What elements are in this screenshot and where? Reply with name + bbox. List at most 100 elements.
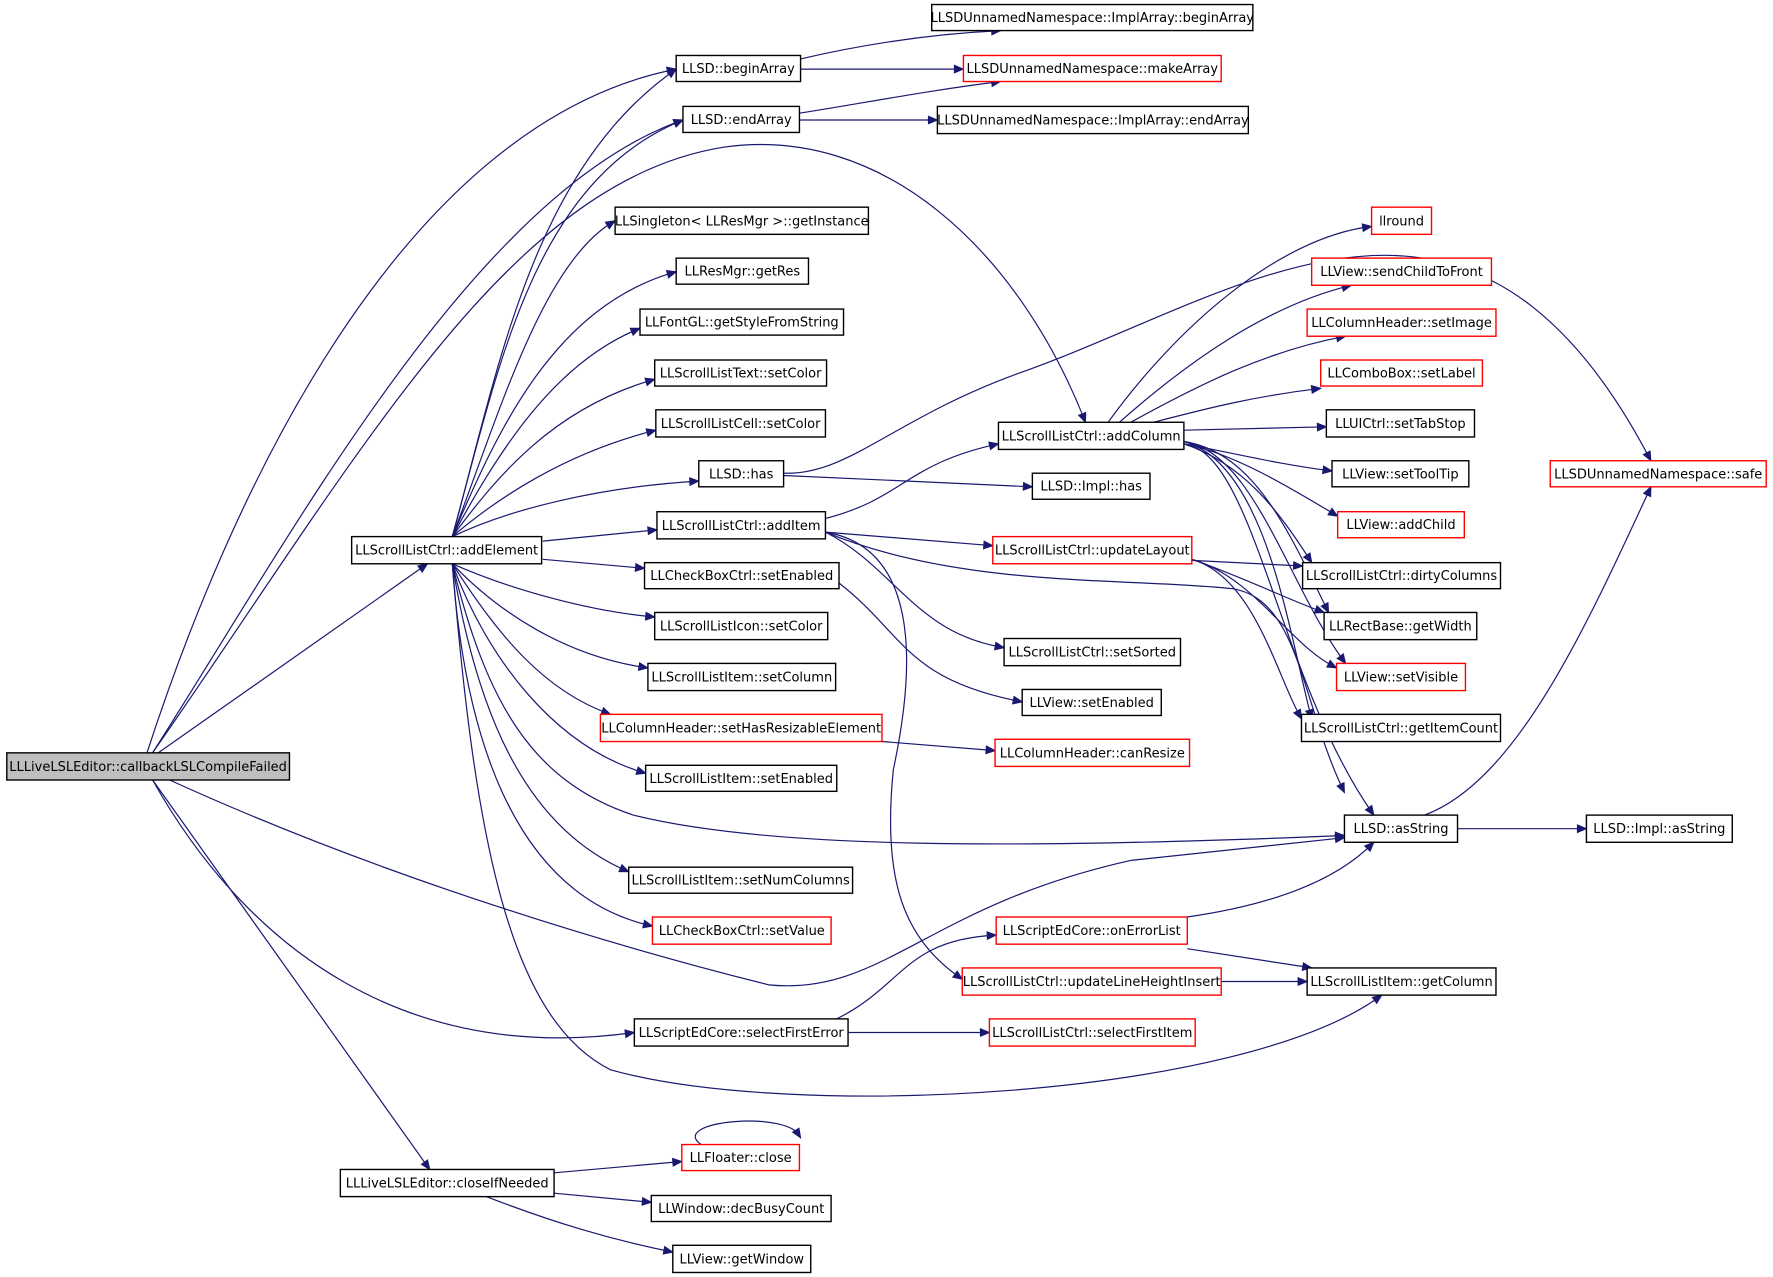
node-comboSetLabel[interactable]: LLComboBox::setLabel [1320, 359, 1484, 387]
node-getColumn[interactable]: LLScrollListItem::getColumn [1306, 967, 1497, 996]
node-updateLayout[interactable]: LLScrollListCtrl::updateLayout [992, 535, 1193, 565]
edge-arrowhead [662, 1245, 675, 1255]
edge-addElement-textSetColor [451, 378, 655, 537]
node-getItemCount[interactable]: LLScrollListCtrl::getItemCount [1300, 713, 1502, 743]
node-safe[interactable]: LLSDUnnamedNamespace::safe [1549, 460, 1767, 488]
node-iconSetColor[interactable]: LLScrollListIcon::setColor [653, 611, 829, 641]
node-makeArray[interactable]: LLSDUnnamedNamespace::makeArray [962, 54, 1222, 83]
node-box [655, 409, 827, 438]
node-implEndArray[interactable]: LLSDUnnamedNamespace::ImplArray::endArra… [936, 105, 1250, 135]
edge-arrowhead [1316, 422, 1328, 432]
node-label: LLCheckBoxCtrl::setEnabled [650, 569, 833, 584]
edge-arrowhead [624, 1029, 636, 1039]
edge-arrowhead [927, 115, 939, 125]
node-box [995, 916, 1188, 945]
node-decBusyCount[interactable]: LLWindow::decBusyCount [650, 1194, 832, 1223]
node-itemSetColumn[interactable]: LLScrollListItem::setColumn [647, 662, 837, 692]
edge-arrowhead [689, 477, 701, 487]
node-box [1021, 688, 1162, 717]
edge-root-endArray [152, 119, 684, 754]
node-implAsString[interactable]: LLSD::Impl::asString [1585, 814, 1733, 843]
edge-addItem-addColumn [825, 443, 999, 520]
node-implBeginArray[interactable]: LLSDUnnamedNamespace::ImplArray::beginAr… [931, 3, 1255, 32]
node-setNumColumns[interactable]: LLScrollListItem::setNumColumns [627, 866, 854, 894]
node-selectFirstError[interactable]: LLScriptEdCore::selectFirstError [633, 1018, 849, 1047]
edge-arrowhead [618, 863, 630, 873]
node-setTabStop[interactable]: LLUICtrl::setTabStop [1325, 409, 1476, 438]
node-getInstance[interactable]: LLSingleton< LLResMgr >::getInstance [614, 206, 870, 236]
node-getStyleFromString[interactable]: LLFontGL::getStyleFromString [639, 308, 845, 336]
edge-addElement-asString [451, 563, 1345, 845]
node-cellSetColor[interactable]: LLScrollListCell::setColor [655, 409, 827, 438]
node-label: LLColumnHeader::canResize [1000, 746, 1185, 761]
node-label: LLSDUnnamedNamespace::ImplArray::beginAr… [931, 11, 1255, 26]
node-itemSetEnabled[interactable]: LLScrollListItem::setEnabled [644, 764, 838, 793]
edge-arrowhead [1327, 507, 1339, 517]
node-cbSetValue[interactable]: LLCheckBoxCtrl::setValue [651, 916, 832, 945]
node-box [997, 421, 1185, 451]
node-llsdHas[interactable]: LLSD::has [698, 460, 785, 488]
node-llround[interactable]: llround [1370, 206, 1433, 236]
node-onErrorList[interactable]: LLScriptEdCore::onErrorList [995, 916, 1188, 945]
node-implHas[interactable]: LLSD::Impl::has [1031, 472, 1151, 500]
edge-updateLayout-dirty [1191, 559, 1303, 567]
node-endArray[interactable]: LLSD::endArray [682, 105, 801, 134]
node-box [639, 308, 845, 336]
node-box [992, 535, 1193, 565]
edge-arrowhead [985, 745, 997, 755]
node-dirtyColumns[interactable]: LLScrollListCtrl::dirtyColumns [1301, 561, 1502, 590]
node-root[interactable]: LLLiveLSLEditor::callbackLSLCompileFaile… [6, 752, 291, 781]
edge-addItem-updateLineHeight [825, 531, 963, 980]
node-addElement[interactable]: LLScrollListCtrl::addElement [350, 535, 543, 565]
edge-arrowhead [647, 526, 659, 536]
node-setImage[interactable]: LLColumnHeader::setImage [1306, 308, 1497, 337]
node-beginArray[interactable]: LLSD::beginArray [675, 54, 802, 83]
node-getWidth[interactable]: LLRectBase::getWidth [1323, 611, 1478, 641]
edge-root-asString [169, 779, 1345, 987]
node-closeIfNeeded[interactable]: LLLiveLSLEditor::closeIfNeeded [339, 1168, 555, 1198]
edge-arrowhead [979, 1027, 991, 1038]
node-box [599, 713, 883, 743]
node-getWindow[interactable]: LLView::getWindow [672, 1244, 812, 1274]
node-label: LLRectBase::getWidth [1329, 620, 1472, 635]
node-setToolTip[interactable]: LLView::setToolTip [1331, 460, 1470, 488]
node-addChild[interactable]: LLView::addChild [1336, 511, 1466, 539]
edge-addElement-cbSetValue [451, 563, 653, 927]
node-setVisible[interactable]: LLView::setVisible [1335, 662, 1467, 692]
node-box [698, 460, 785, 488]
edge-close-close [694, 1120, 802, 1145]
node-sendChildToFront[interactable]: LLView::sendChildToFront [1310, 257, 1493, 286]
edge-arrowhead [1334, 831, 1346, 841]
edge-arrowhead [1322, 465, 1334, 475]
node-label: LLView::getWindow [679, 1252, 804, 1267]
node-cbSetEnabled[interactable]: LLCheckBoxCtrl::setEnabled [643, 561, 840, 590]
node-box [653, 359, 828, 387]
edge-addColumn-addChild [1183, 443, 1339, 517]
node-updateLineHeight[interactable]: LLScrollListCtrl::updateLineHeightInsert [961, 967, 1222, 996]
node-addColumn[interactable]: LLScrollListCtrl::addColumn [997, 421, 1185, 451]
node-box [627, 866, 854, 894]
node-box [1370, 206, 1433, 236]
edge-arrowhead [1320, 601, 1330, 614]
edge-arrowhead [1364, 804, 1375, 817]
node-box [633, 1018, 849, 1047]
node-label: LLFloater::close [690, 1151, 792, 1166]
node-selectFirstItem[interactable]: LLScrollListCtrl::selectFirstItem [988, 1018, 1196, 1047]
node-setHasResizable[interactable]: LLColumnHeader::setHasResizableElement [599, 713, 883, 743]
edge-has-implHas [783, 474, 1033, 488]
node-addItem[interactable]: LLScrollListCtrl::addItem [656, 511, 827, 540]
node-box [643, 561, 840, 590]
edge-arrowhead [629, 327, 642, 337]
node-getRes[interactable]: LLResMgr::getRes [675, 257, 810, 285]
edge-arrowhead [642, 919, 654, 929]
edge-addColumn-setImage [1130, 335, 1346, 423]
node-setSorted[interactable]: LLScrollListCtrl::setSorted [1003, 637, 1182, 667]
edge-addColumn-llround [1107, 225, 1372, 423]
node-viewSetEnabled[interactable]: LLView::setEnabled [1021, 688, 1162, 717]
node-textSetColor[interactable]: LLScrollListText::setColor [653, 359, 828, 387]
node-canResize[interactable]: LLColumnHeader::canResize [994, 738, 1191, 768]
edge-addElement-endArray [451, 119, 684, 537]
node-asString[interactable]: LLSD::asString [1343, 814, 1459, 843]
node-label: LLCheckBoxCtrl::setValue [659, 924, 825, 939]
node-floaterClose[interactable]: LLFloater::close [681, 1143, 801, 1172]
